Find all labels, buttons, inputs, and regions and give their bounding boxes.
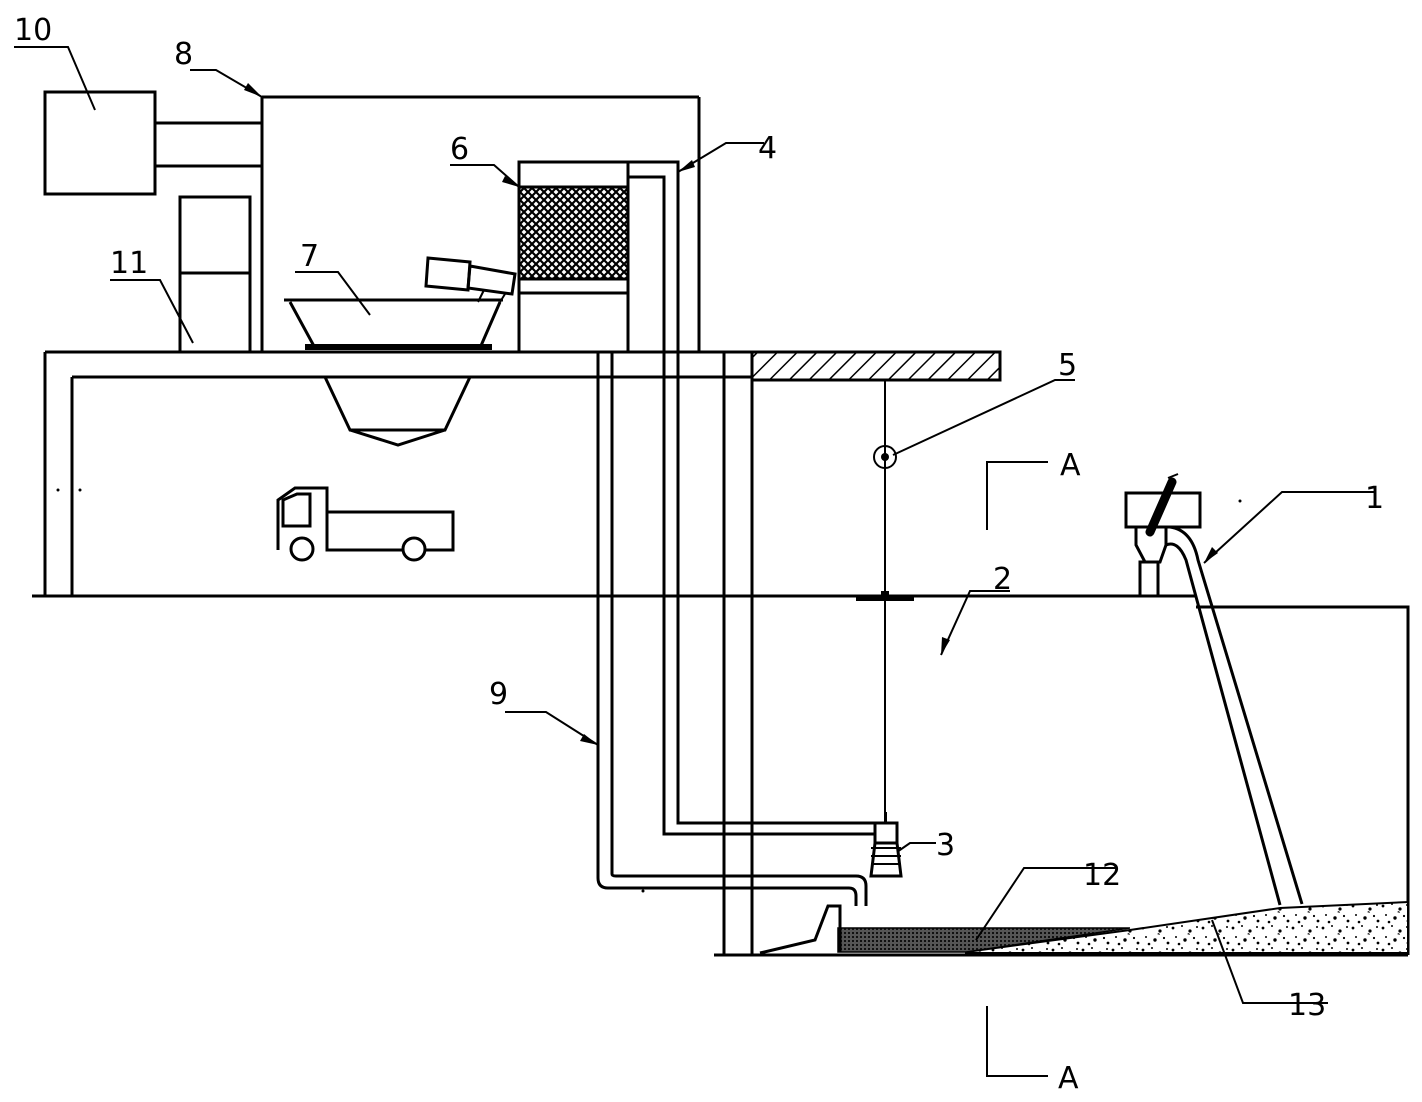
- sand-lifting-device: [1124, 473, 1304, 906]
- sedimentation-tank: [714, 605, 1410, 957]
- motor: [424, 256, 517, 303]
- label-10: 10: [14, 13, 52, 48]
- leader-lines: [14, 46, 1376, 1004]
- label-11: 11: [110, 246, 148, 281]
- label-5: 5: [1058, 348, 1077, 383]
- label-1: 1: [1365, 481, 1384, 516]
- fine-sediment-layer: [837, 927, 1131, 953]
- truck-icon: [276, 486, 455, 562]
- label-12: 12: [1083, 858, 1121, 893]
- slurry-pipe: [628, 160, 878, 836]
- label-7: 7: [300, 239, 319, 274]
- label-4: 4: [758, 131, 777, 166]
- label-8: 8: [174, 37, 193, 72]
- hoist-rope: [856, 380, 914, 822]
- section-label-top: A: [1060, 448, 1081, 483]
- return-pipe: [596, 352, 868, 906]
- separation-wall: [722, 352, 754, 955]
- label-6: 6: [450, 132, 469, 167]
- mixing-hopper: [284, 298, 503, 447]
- control-box: [43, 90, 262, 196]
- platform: [43, 350, 752, 596]
- section-mark-bottom: [986, 1006, 1048, 1077]
- support-frame: [260, 95, 701, 352]
- inlet-baffle: [641, 889, 842, 955]
- hatched-beam: [750, 350, 1002, 382]
- label-9: 9: [489, 677, 508, 712]
- coarse-sand-layer: [965, 900, 1409, 954]
- section-mark-top: [986, 461, 1048, 530]
- label-2: 2: [993, 562, 1012, 597]
- screening-machine: [517, 160, 630, 354]
- label-13: 13: [1288, 988, 1326, 1023]
- label-3: 3: [936, 828, 955, 863]
- submersible-pump: [869, 812, 903, 878]
- section-label-bottom: A: [1058, 1061, 1079, 1096]
- storage-cabinet: [178, 195, 252, 354]
